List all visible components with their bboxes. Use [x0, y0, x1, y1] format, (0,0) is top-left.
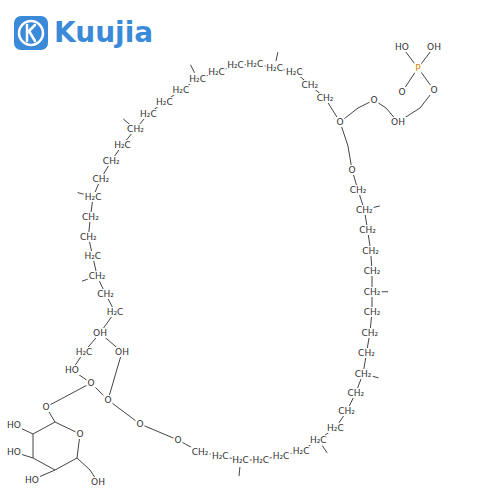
atom-label: CH₂ — [361, 328, 380, 338]
atom-label: CH₂ — [79, 232, 98, 242]
bond — [88, 64, 325, 333]
atom-label: H₂C — [226, 60, 245, 70]
atom-label: CH₂ — [357, 348, 376, 358]
atom-label: H₂C — [83, 251, 102, 261]
atom-label: CH₂ — [358, 225, 377, 235]
atom-label: H₂C — [246, 59, 265, 69]
atom-label: H₂C — [113, 140, 132, 150]
atom-label: O — [103, 395, 112, 405]
methyl-branch — [239, 467, 241, 476]
atom-label: H₂C — [172, 85, 191, 95]
methyl-branches — [78, 52, 388, 476]
atom-label: HO — [6, 447, 22, 457]
atom-label: H₂C — [84, 192, 103, 202]
atom-label: O — [397, 87, 406, 97]
atom-label: H₂C — [139, 109, 158, 119]
bond — [178, 170, 372, 460]
atom-label: O — [75, 429, 84, 439]
atom-label: O — [429, 85, 438, 95]
atom-label: H₂C — [207, 67, 226, 77]
atom-label: O — [135, 419, 144, 429]
atom-label: H₂C — [155, 97, 174, 107]
atom-label: CH₂ — [81, 212, 100, 222]
atom-label: CH₂ — [337, 406, 356, 416]
atom-label: CH₂ — [346, 388, 365, 398]
bond-lines — [14, 47, 434, 482]
methyl-branch — [276, 52, 278, 61]
atom-label: CH₂ — [92, 174, 111, 184]
atom-label: O — [347, 165, 356, 175]
atom-label: CH₂ — [191, 447, 210, 457]
atom-label: HO — [6, 420, 22, 430]
atom-label: H₂C — [285, 67, 304, 77]
atom-label: CH₂ — [349, 185, 368, 195]
atom-label: CH₂ — [96, 289, 115, 299]
logo-text: Kuujia — [54, 16, 153, 49]
methyl-branch — [190, 65, 194, 73]
methyl-branch — [322, 445, 327, 452]
atom-label: HO — [64, 365, 80, 375]
atom-label: P — [414, 63, 421, 73]
atom-label: HO — [24, 475, 40, 485]
atom-label: CH₂ — [355, 205, 374, 215]
atom-label: HO — [394, 42, 410, 52]
atom-label: O — [86, 378, 95, 388]
atom-label: O — [369, 95, 378, 105]
atom-label: H₂C — [272, 451, 291, 461]
atom-label: CH₂ — [88, 271, 107, 281]
atom-label: CH₂ — [316, 93, 335, 103]
atom-label: CH₂ — [126, 124, 145, 134]
atom-label: H₂C — [231, 455, 250, 465]
atom-label: O — [335, 117, 344, 127]
bond — [340, 122, 352, 170]
atom-label: CH₂ — [363, 287, 382, 297]
bond — [108, 352, 122, 400]
atom-label: O — [41, 402, 50, 412]
atom-label: CH₂ — [363, 307, 382, 317]
atom-label: OH — [92, 328, 108, 338]
atom-label: CH₂ — [363, 266, 382, 276]
atom-label: H₂C — [309, 435, 328, 445]
atom-label: H₂C — [292, 446, 311, 456]
atom-label: CH₂ — [354, 369, 373, 379]
atom-label: OH — [90, 477, 106, 487]
atom-label: H₂C — [75, 347, 94, 357]
atom-label: CH₂ — [300, 80, 319, 90]
atom-label: H₂C — [188, 74, 207, 84]
atom-label: OH — [390, 117, 406, 127]
logo-icon — [14, 16, 48, 50]
atom-label: H₂C — [326, 423, 345, 433]
bond — [33, 422, 80, 470]
atom-label: O — [173, 435, 182, 445]
atom-label: OH — [114, 347, 130, 357]
atom-label: CH₂ — [102, 156, 121, 166]
atom-label: H₂C — [265, 63, 284, 73]
atom-label: H₂C — [106, 307, 125, 317]
atom-label: OH — [426, 42, 442, 52]
atom-label: H₂C — [211, 451, 230, 461]
bond — [46, 383, 91, 407]
atom-label: H₂C — [251, 455, 270, 465]
atom-label: CH₂ — [361, 246, 380, 256]
bond — [140, 424, 178, 440]
